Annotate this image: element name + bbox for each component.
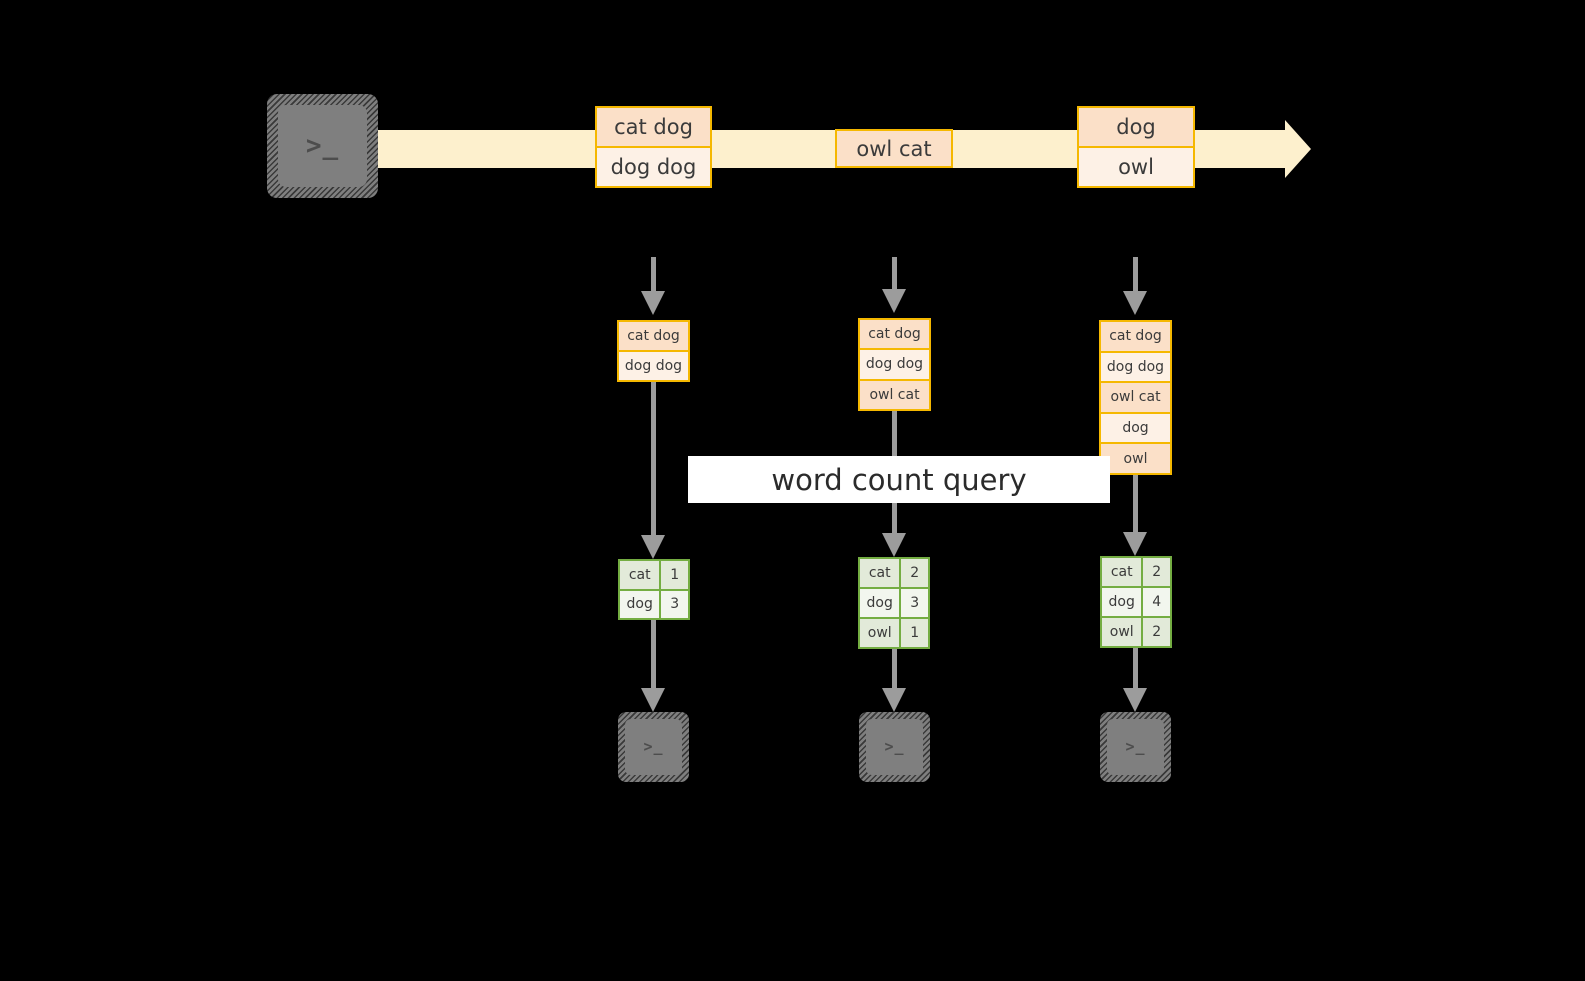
query-label-text: word count query (771, 462, 1027, 497)
result-row: dog 3 (860, 587, 928, 617)
snapshot-2-sink-terminal-icon: >_ (859, 712, 930, 782)
terminal-screen (625, 719, 682, 775)
result-word: cat (628, 566, 651, 583)
stream-event-line: owl cat (837, 131, 951, 166)
terminal-screen (866, 719, 923, 775)
accumulated-line: dog dog (860, 348, 929, 379)
accumulated-line: cat dog (1101, 322, 1170, 351)
snapshot-3-output-arrowhead (1123, 688, 1147, 712)
result-count: 3 (899, 589, 928, 617)
stream-event-line: dog (1079, 108, 1193, 146)
result-word: dog (866, 595, 893, 611)
snapshot-3-inflow-arrowhead (1123, 291, 1147, 315)
accumulated-line: dog dog (619, 350, 688, 380)
snapshot-2-inflow-line (892, 257, 897, 289)
source-terminal-icon: >_ (267, 94, 378, 198)
accumulated-line: cat dog (860, 320, 929, 349)
stream-event-line: dog dog (597, 146, 710, 186)
stream-event-line: owl (1079, 146, 1193, 186)
result-count: 2 (1141, 618, 1170, 646)
accumulated-line: dog (1101, 411, 1170, 443)
result-row: dog 4 (1102, 586, 1170, 616)
snapshot-1-inflow-arrowhead (641, 291, 665, 315)
snapshot-3-output-line (1133, 648, 1138, 688)
snapshot-2-query-arrowhead (882, 533, 906, 557)
result-row: dog 3 (620, 588, 688, 618)
snapshot-2-output-line (892, 649, 897, 688)
snapshot-2-output-arrowhead (882, 688, 906, 712)
result-count: 1 (899, 619, 928, 647)
stream-arrowhead (1285, 120, 1311, 178)
snapshot-3-accumulated-table[interactable]: cat dog dog dog owl cat dog owl (1099, 320, 1172, 475)
snapshot-1-accumulated-table[interactable]: cat dog dog dog (617, 320, 690, 382)
terminal-screen (278, 105, 367, 187)
result-word: owl (1109, 624, 1134, 640)
accumulated-line: dog dog (1101, 350, 1170, 382)
result-word: cat (868, 565, 891, 581)
snapshot-3-sink-terminal-icon: >_ (1100, 712, 1171, 782)
snapshot-1-result-table[interactable]: cat 1 dog 3 (618, 559, 690, 620)
query-label: word count query (688, 456, 1110, 503)
snapshot-3-query-line (1133, 475, 1138, 532)
snapshot-1-inflow-line (651, 257, 656, 291)
snapshot-3-inflow-line (1133, 257, 1138, 291)
result-word: dog (626, 596, 653, 613)
stream-event-1[interactable]: cat dog dog dog (595, 106, 712, 188)
result-count: 3 (659, 590, 688, 618)
snapshot-3-query-arrowhead (1123, 532, 1147, 556)
result-count: 1 (659, 561, 688, 589)
accumulated-line: owl (1101, 442, 1170, 473)
accumulated-line: owl cat (1101, 381, 1170, 412)
snapshot-1-output-line (651, 620, 656, 688)
stream-event-3[interactable]: dog owl (1077, 106, 1195, 188)
result-word: cat (1110, 564, 1133, 580)
snapshot-1-query-arrowhead (641, 535, 665, 559)
result-word: owl (867, 625, 892, 641)
result-count: 2 (1141, 558, 1170, 586)
snapshot-2-inflow-arrowhead (882, 289, 906, 313)
result-count: 4 (1141, 588, 1170, 616)
result-count: 2 (899, 559, 928, 587)
result-row: cat 2 (1102, 558, 1170, 586)
accumulated-line: cat dog (619, 322, 688, 350)
stream-event-2[interactable]: owl cat (835, 129, 953, 168)
terminal-screen (1107, 719, 1164, 775)
result-row: cat 1 (620, 561, 688, 589)
result-row: owl 2 (1102, 616, 1170, 646)
result-row: cat 2 (860, 559, 928, 587)
snapshot-1-query-line (651, 382, 656, 535)
result-row: owl 1 (860, 617, 928, 647)
accumulated-line: owl cat (860, 378, 929, 409)
stream-event-line: cat dog (597, 108, 710, 146)
snapshot-1-sink-terminal-icon: >_ (618, 712, 689, 782)
snapshot-3-result-table[interactable]: cat 2 dog 4 owl 2 (1100, 556, 1172, 648)
snapshot-1-output-arrowhead (641, 688, 665, 712)
snapshot-2-result-table[interactable]: cat 2 dog 3 owl 1 (858, 557, 930, 649)
result-word: dog (1108, 594, 1135, 610)
snapshot-2-accumulated-table[interactable]: cat dog dog dog owl cat (858, 318, 931, 411)
